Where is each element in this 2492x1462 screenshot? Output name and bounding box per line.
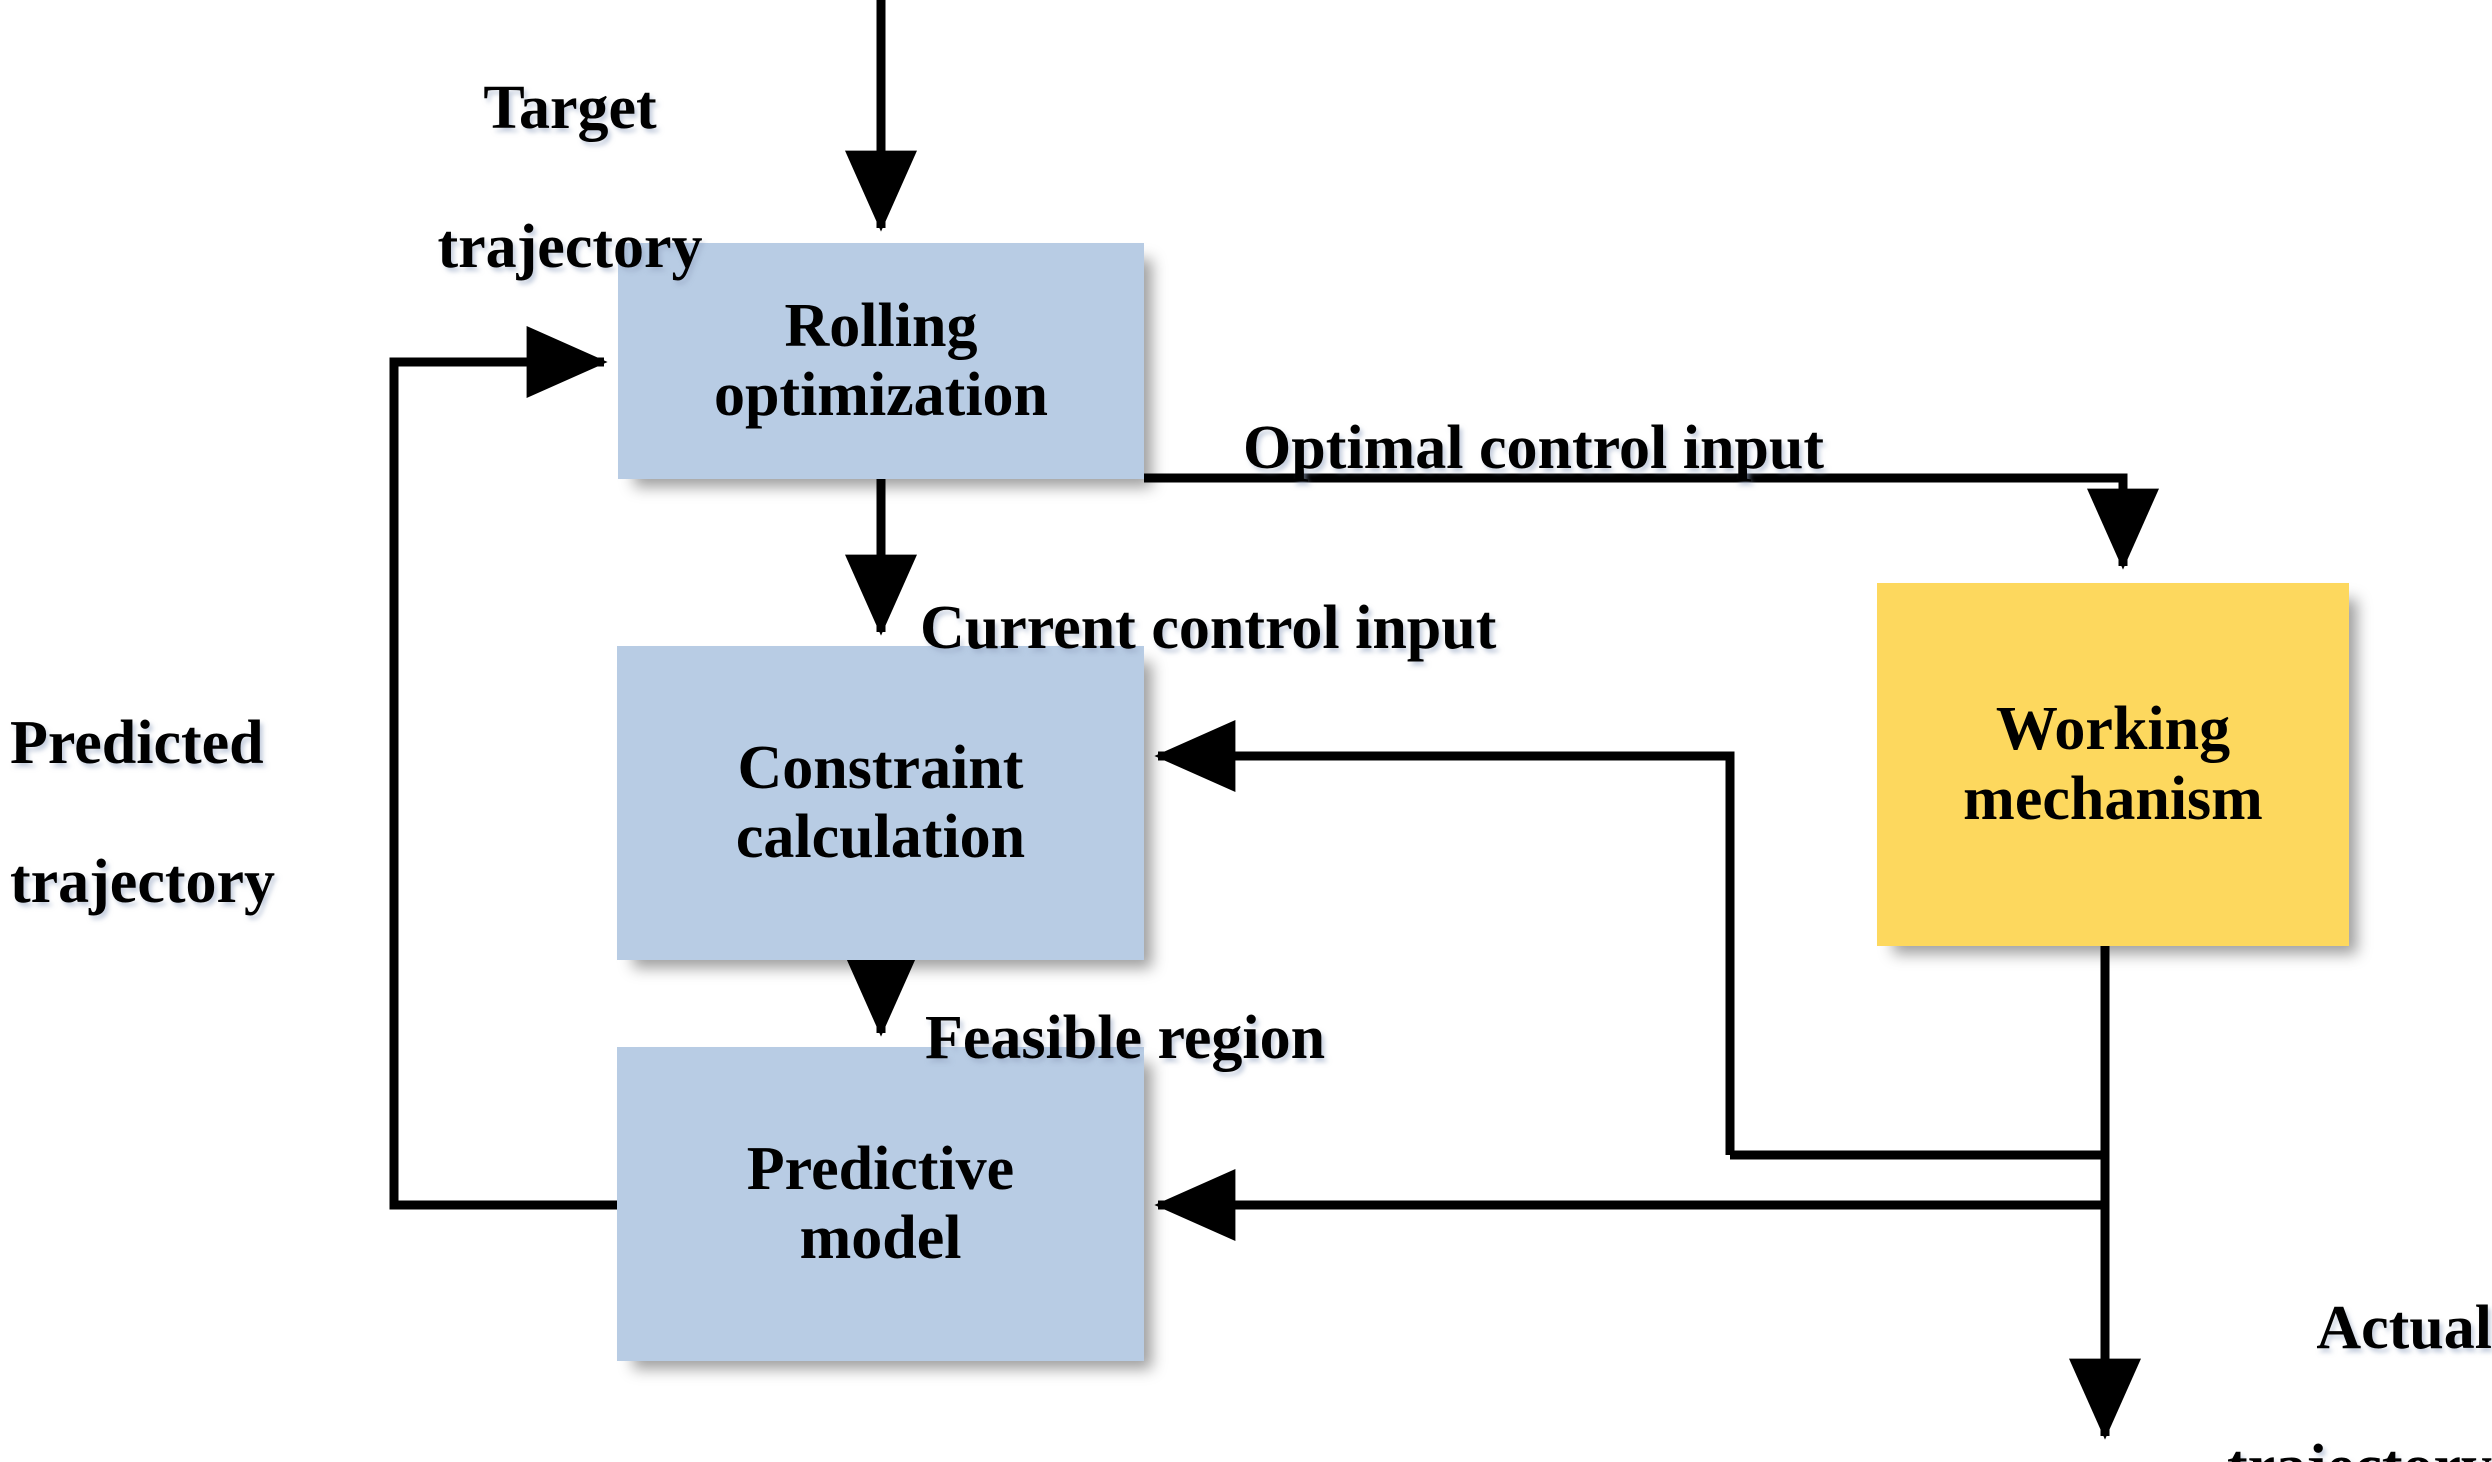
edge-feedback-to-constraint-calculation bbox=[1154, 720, 2105, 1160]
node-predictive-model[interactable]: Predictive model bbox=[617, 1047, 1144, 1361]
node-working-mechanism-label-1: Working bbox=[1995, 695, 2231, 764]
label-predicted-trajectory-line-1: Predicted bbox=[10, 709, 264, 778]
label-optimal-control-input: Optimal control input bbox=[1243, 345, 1824, 484]
node-rolling-optimization[interactable]: Rolling optimization bbox=[618, 243, 1144, 479]
label-actual-trajectory: Actual trajectory bbox=[2130, 1225, 2492, 1462]
label-feasible-region-line-1: Feasible region bbox=[925, 1004, 1326, 1073]
node-working-mechanism[interactable]: Working mechanism bbox=[1877, 583, 2349, 946]
label-current-control-input-line-1: Current control input bbox=[920, 594, 1497, 663]
node-predictive-model-label-2: model bbox=[799, 1204, 962, 1272]
edge-optimal-control-input bbox=[1144, 473, 2159, 570]
label-current-control-input: Current control input bbox=[920, 525, 1496, 664]
label-feasible-region: Feasible region bbox=[925, 935, 1325, 1074]
node-rolling-optimization-label-1: Rolling bbox=[784, 291, 978, 360]
edge-predicted-trajectory bbox=[389, 326, 617, 1210]
node-predictive-model-label-1: Predictive bbox=[746, 1134, 1015, 1203]
node-constraint-calculation-label-1: Constraint bbox=[737, 733, 1024, 802]
label-optimal-control-input-line-1: Optimal control input bbox=[1243, 414, 1825, 483]
label-actual-trajectory-line-2: trajectory bbox=[2130, 1433, 2492, 1462]
label-predicted-trajectory-line-2: trajectory bbox=[10, 848, 276, 917]
label-predicted-trajectory: Predicted trajectory bbox=[10, 640, 275, 987]
node-working-mechanism-label-2: mechanism bbox=[1963, 764, 2263, 833]
label-actual-trajectory-line-1: Actual bbox=[2316, 1294, 2492, 1363]
node-rolling-optimization-label-2: optimization bbox=[713, 361, 1049, 429]
edge-feedback-to-predictive-model bbox=[1154, 1155, 2110, 1241]
label-target-trajectory-line-1: Target bbox=[483, 74, 657, 143]
node-constraint-calculation-label-2: calculation bbox=[735, 803, 1026, 871]
label-target-trajectory: Target trajectory bbox=[300, 5, 840, 352]
node-constraint-calculation[interactable]: Constraint calculation bbox=[617, 646, 1144, 960]
label-target-trajectory-line-2: trajectory bbox=[437, 213, 703, 282]
